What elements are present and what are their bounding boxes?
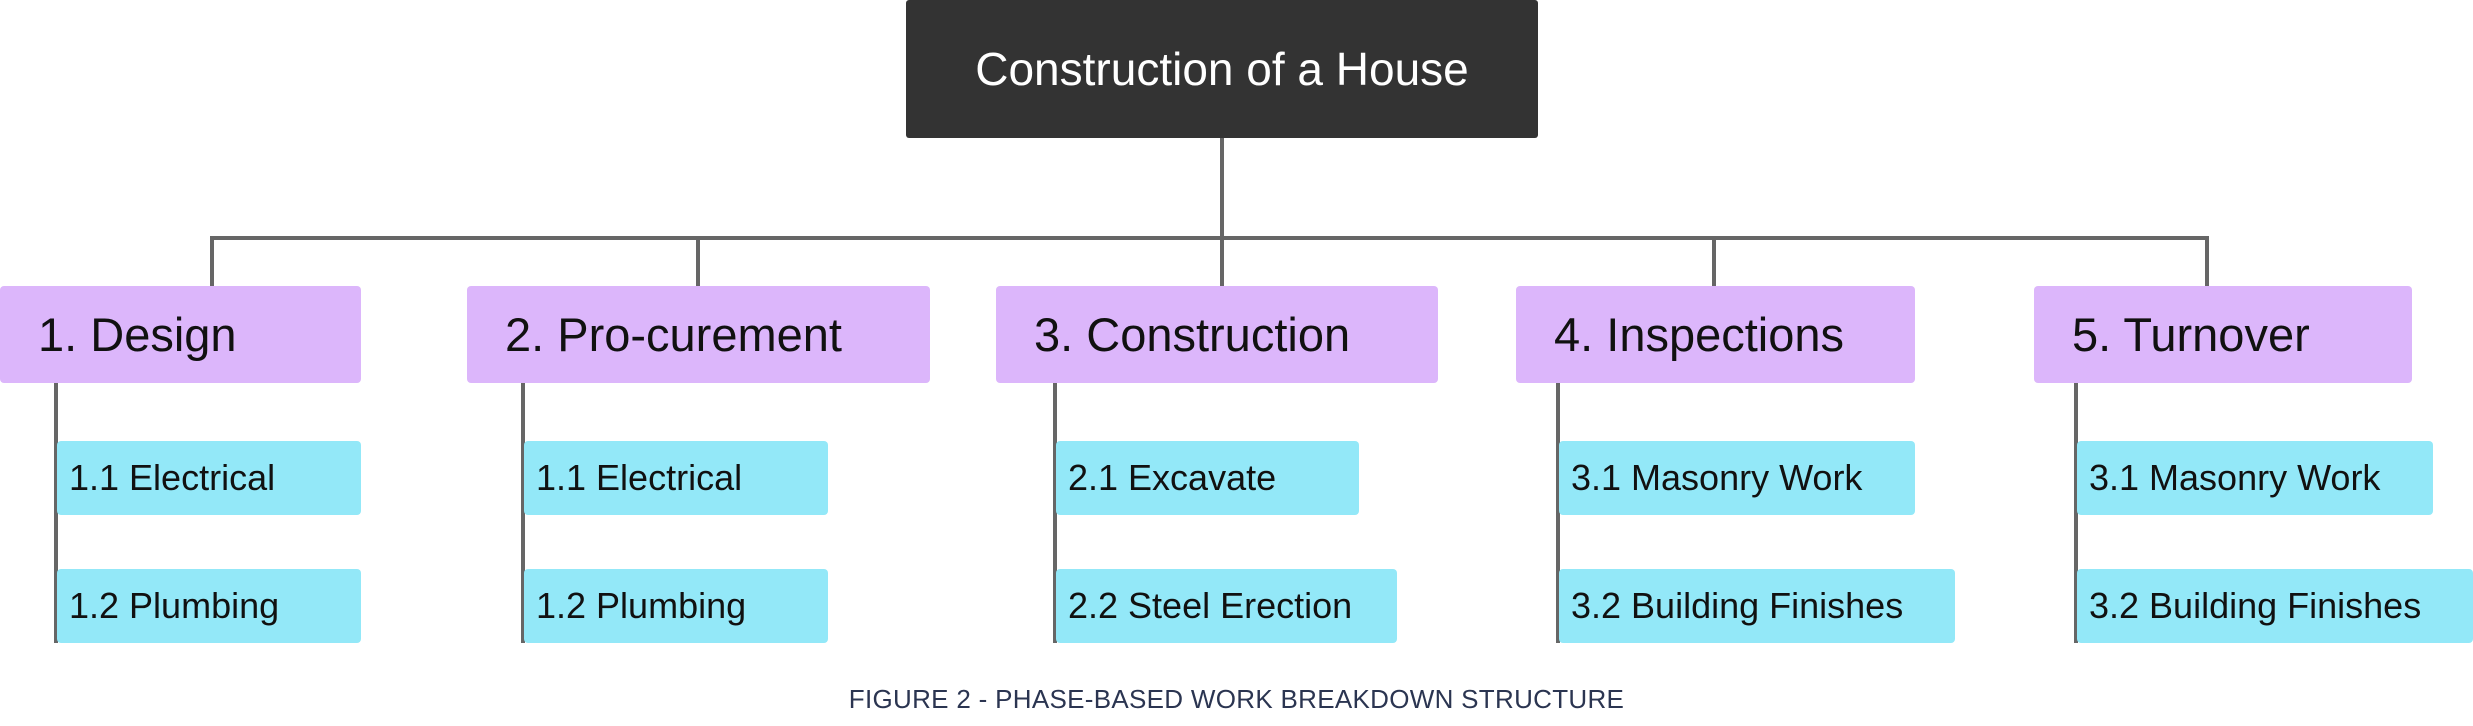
phase-inspections: 4. Inspections: [1516, 286, 1915, 383]
root-title: Construction of a House: [975, 43, 1469, 95]
task-item: 1.1 Electrical: [524, 441, 828, 515]
connector-tasks-4: [1556, 383, 1560, 643]
task-item: 1.2 Plumbing: [57, 569, 361, 643]
task-label: 1.2 Plumbing: [536, 585, 747, 626]
phase-design: 1. Design: [0, 286, 361, 383]
figure-caption: FIGURE 2 - PHASE-BASED WORK BREAKDOWN ST…: [848, 684, 1625, 714]
task-label: 2.2 Steel Erection: [1068, 585, 1353, 626]
connector-phase-5: [2205, 236, 2209, 286]
phase-label: 1. Design: [38, 308, 237, 361]
connector-phase-4: [1712, 236, 1716, 286]
connector-tasks-2: [521, 383, 525, 643]
task-item: 1.2 Plumbing: [524, 569, 828, 643]
connector-phase-2: [696, 236, 700, 286]
connector-tasks-1: [54, 383, 58, 643]
task-label: 3.1 Masonry Work: [2089, 457, 2381, 498]
connector-bus: [210, 236, 2209, 240]
phase-label: 4. Inspections: [1554, 308, 1845, 361]
task-item: 2.2 Steel Erection: [1056, 569, 1397, 643]
phase-procurement: 2. Pro-curement: [467, 286, 930, 383]
task-item: 3.2 Building Finishes: [1559, 569, 1955, 643]
phase-construction: 3. Construction: [996, 286, 1438, 383]
task-label: 1.1 Electrical: [69, 457, 276, 498]
phase-label: 3. Construction: [1034, 308, 1351, 361]
connector-phase-1: [210, 236, 214, 286]
connector-tasks-5: [2074, 383, 2078, 643]
task-item: 2.1 Excavate: [1056, 441, 1359, 515]
phase-label: 5. Turnover: [2072, 308, 2310, 361]
phase-turnover: 5. Turnover: [2034, 286, 2412, 383]
task-item: 1.1 Electrical: [57, 441, 361, 515]
connector-root: [1220, 138, 1224, 240]
connector-tasks-3: [1053, 383, 1057, 643]
task-label: 3.1 Masonry Work: [1571, 457, 1863, 498]
task-label: 1.1 Electrical: [536, 457, 743, 498]
task-label: 2.1 Excavate: [1068, 457, 1277, 498]
task-item: 3.1 Masonry Work: [2077, 441, 2433, 515]
root-node: Construction of a House: [906, 0, 1538, 138]
phase-label: 2. Pro-curement: [505, 308, 842, 361]
task-label: 3.2 Building Finishes: [1571, 585, 1904, 626]
task-item: 3.1 Masonry Work: [1559, 441, 1915, 515]
connector-phase-3: [1220, 236, 1224, 286]
task-label: 1.2 Plumbing: [69, 585, 280, 626]
task-item: 3.2 Building Finishes: [2077, 569, 2473, 643]
task-label: 3.2 Building Finishes: [2089, 585, 2422, 626]
